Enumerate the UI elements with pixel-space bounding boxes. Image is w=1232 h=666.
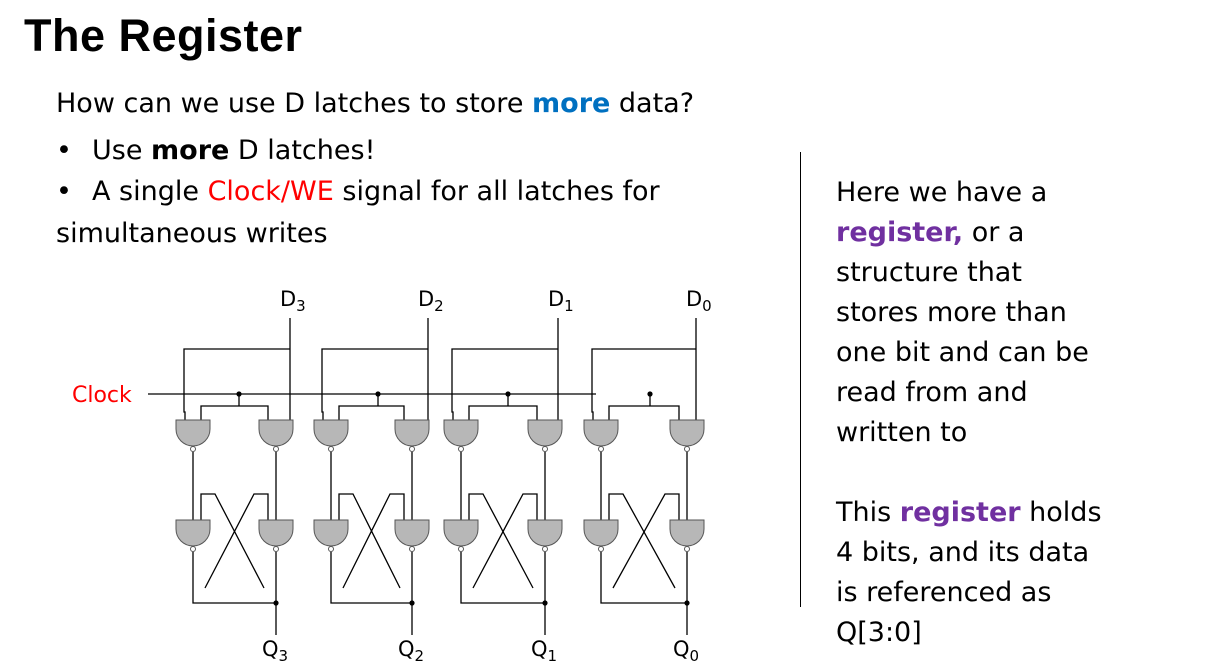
side-paragraph-1: Here we have a register, or a structure …: [836, 177, 1089, 448]
nand-gate-top-right: [527, 419, 563, 447]
d-input-label: D0: [686, 287, 712, 315]
d-input-label: D1: [548, 287, 574, 315]
nand-gate-bottom-right: [669, 519, 705, 547]
bullet-1: •Use more D latches!: [56, 135, 376, 166]
side-paragraph-2: This register holds 4 bits, and its data…: [836, 497, 1102, 648]
qbar-output-wire: [460, 552, 545, 604]
side-description: Here we have a register, or a structure …: [836, 173, 1216, 653]
nand-gate-top-left: [175, 419, 211, 447]
inversion-bubble: [598, 446, 604, 452]
cross-feedback-wire: [342, 493, 405, 589]
nand-gate-bottom-left: [175, 519, 211, 547]
clock-branch-wire: [468, 405, 538, 420]
d-to-left-gate-wire: [591, 348, 696, 420]
cross-feedback-wire: [472, 493, 538, 589]
inversion-bubble: [458, 446, 464, 452]
q-output-label: Q2: [398, 637, 424, 665]
nand-gate-top-right: [669, 419, 705, 447]
nand-gate-bottom-right: [527, 519, 563, 547]
inversion-bubble: [684, 446, 690, 452]
inversion-bubble: [273, 446, 279, 452]
nand-gate-top-left: [443, 419, 479, 447]
nand-gate-bottom-left: [443, 519, 479, 547]
junction-dot: [542, 600, 548, 606]
vertical-divider: [800, 152, 801, 607]
d-to-left-gate-wire: [183, 348, 290, 420]
question-line: How can we use D latches to store more d…: [56, 88, 695, 119]
junction-dot: [409, 600, 415, 606]
cross-feedback-wire: [468, 493, 534, 589]
junction-dot: [684, 600, 690, 606]
nand-gate-bottom-left: [583, 519, 619, 547]
junction-dot: [375, 391, 381, 397]
nand-gate-top-right: [258, 419, 294, 447]
bullet-dot: •: [56, 135, 72, 166]
nand-gate-bottom-left: [313, 519, 349, 547]
clock-label: Clock: [72, 383, 132, 408]
inversion-bubble: [409, 546, 415, 552]
q-output-label: Q1: [531, 637, 557, 665]
clock-branch-wire: [338, 405, 405, 420]
nand-gate-bottom-right: [258, 519, 294, 547]
d-input-label: D3: [280, 287, 306, 315]
inversion-bubble: [458, 546, 464, 552]
nand-gate-top-left: [313, 419, 349, 447]
inversion-bubble: [273, 546, 279, 552]
inversion-bubble: [328, 446, 334, 452]
cross-feedback-wire: [200, 493, 265, 589]
d-input-label: D2: [418, 287, 444, 315]
junction-dot: [647, 391, 653, 397]
clock-branch-wire: [200, 405, 269, 420]
junction-dot: [236, 391, 242, 397]
clock-branch-wire: [608, 405, 680, 420]
inversion-bubble: [190, 446, 196, 452]
inversion-bubble: [684, 546, 690, 552]
qbar-output-wire: [192, 552, 276, 604]
bullet-2-continuation: simultaneous writes: [56, 218, 328, 249]
cross-feedback-wire: [612, 493, 680, 589]
slide-title: The Register: [24, 10, 303, 61]
inversion-bubble: [328, 546, 334, 552]
inversion-bubble: [409, 446, 415, 452]
inversion-bubble: [598, 546, 604, 552]
d-to-left-gate-wire: [451, 348, 558, 420]
nand-gate-top-right: [394, 419, 430, 447]
cross-feedback-wire: [608, 493, 676, 589]
qbar-output-wire: [600, 552, 687, 604]
inversion-bubble: [542, 546, 548, 552]
cross-feedback-wire: [338, 493, 401, 589]
q-output-label: Q0: [673, 637, 699, 665]
qbar-output-wire: [330, 552, 412, 604]
d-to-left-gate-wire: [321, 348, 428, 420]
bullet-dot: •: [56, 176, 72, 207]
nand-gate-bottom-right: [394, 519, 430, 547]
emph-more: more: [532, 88, 611, 119]
nand-gate-top-left: [583, 419, 619, 447]
bullet-2: •A single Clock/WE signal for all latche…: [56, 176, 660, 207]
cross-feedback-wire: [204, 493, 269, 589]
junction-dot: [505, 391, 511, 397]
inversion-bubble: [542, 446, 548, 452]
inversion-bubble: [190, 546, 196, 552]
q-output-label: Q3: [262, 637, 288, 665]
junction-dot: [273, 600, 279, 606]
